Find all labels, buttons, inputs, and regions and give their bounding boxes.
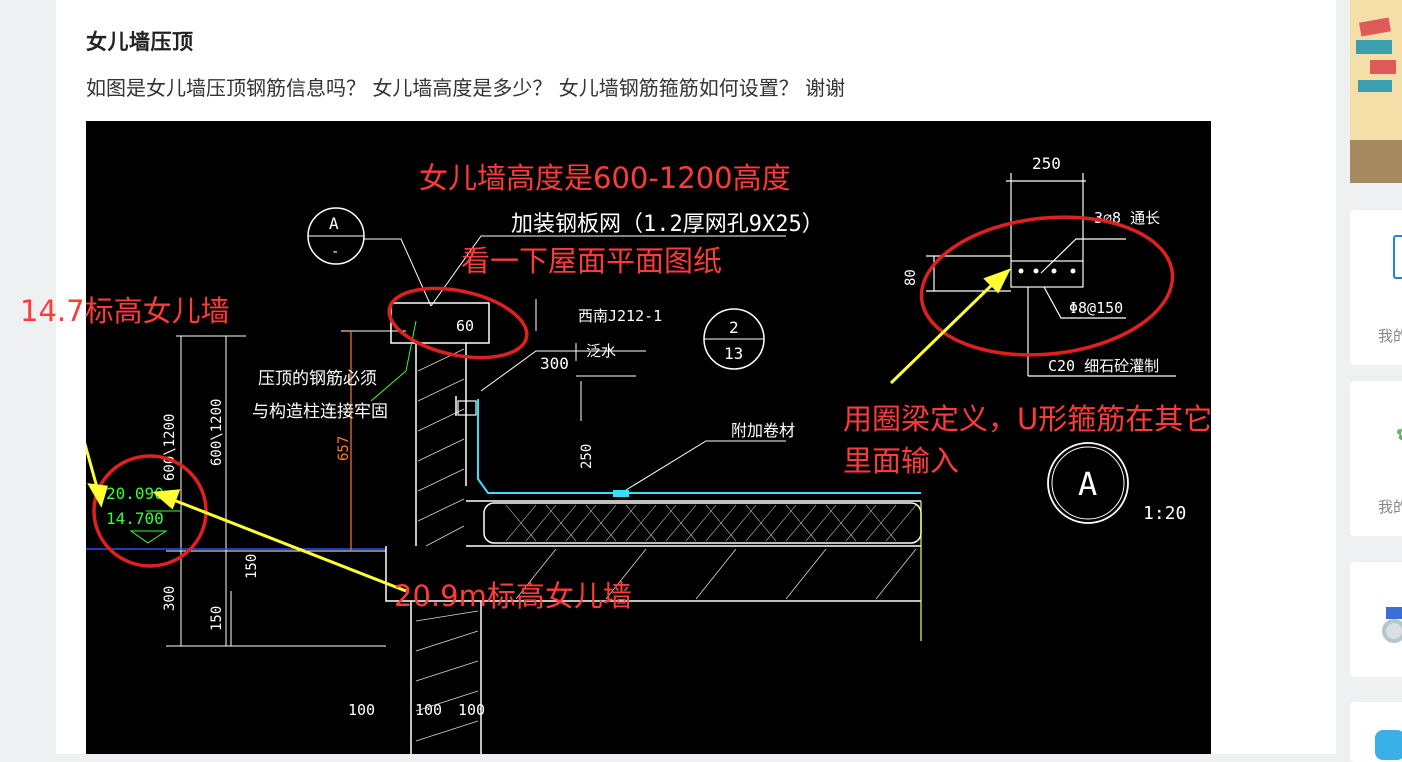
post-card: 女儿墙压顶 如图是女儿墙压顶钢筋信息吗？ 女儿墙高度是多少？ 女儿墙钢筋箍筋如何… xyxy=(20,0,1336,754)
dim-60: 60 xyxy=(456,317,474,335)
coping-rebar-line2: 与构造柱连接牢固 xyxy=(252,402,388,422)
app-icon xyxy=(1375,730,1402,760)
rail-card-2[interactable]: ✿ 我的 xyxy=(1350,381,1402,536)
ring-beam-note-line2: 里面输入 xyxy=(843,444,959,478)
elevation-top: 20.090 xyxy=(106,484,164,503)
detail-dim-250: 250 xyxy=(1032,154,1061,173)
detail-section xyxy=(926,173,1176,377)
detail-concrete: C20 细石砼灌制 xyxy=(1048,357,1159,375)
detail-dim-80: 80 xyxy=(903,269,919,286)
steel-mesh-label: 加装钢板网（1.2厚网孔9X25） xyxy=(511,212,824,237)
elevation-bottom: 14.700 xyxy=(106,509,164,528)
wall-hatch xyxy=(415,348,917,742)
rail-banner-image[interactable] xyxy=(1350,0,1402,183)
detail-stirrup: Φ8@150 xyxy=(1069,299,1123,317)
check-plan-note: 看一下屋面平面图纸 xyxy=(461,244,722,278)
dim-657: 657 xyxy=(336,436,352,461)
medal-icon xyxy=(1382,607,1402,647)
scale-label: 1:20 xyxy=(1143,503,1186,524)
height-note: 女儿墙高度是600-1200高度 xyxy=(419,161,791,195)
insulation-hatch xyxy=(505,504,917,542)
coping-rebar-line1: 压顶的钢筋必须 xyxy=(258,369,377,389)
dim-300: 300 xyxy=(540,354,569,373)
dim-300b: 300 xyxy=(162,586,178,611)
yellow-arrows xyxy=(86,268,1012,593)
dim-100c: 100 xyxy=(458,701,485,719)
spec-fanshui: 泛水 xyxy=(586,342,616,360)
dim-150a: 150 xyxy=(244,554,260,579)
section-a-label: A xyxy=(1078,465,1097,503)
cad-drawing-svg: A - 加装钢板网（1.2厚网孔9X25） 60 西南J212-1 泛水 2 1… xyxy=(86,154,1211,754)
plant-icon: ✿ xyxy=(1396,421,1402,445)
rail-card-1-text: 我的 xyxy=(1378,327,1402,345)
rail-card-3[interactable] xyxy=(1350,562,1402,677)
ring-beam-note-line1: 用圈梁定义，U形箍筋在其它箍筋 xyxy=(843,402,1211,436)
dim-600-1200-a: 600\1200 xyxy=(162,414,178,481)
left-wall-note: 14.7标高女儿墙 xyxy=(20,294,230,328)
membrane-label: 附加卷材 xyxy=(731,421,795,440)
card-icon xyxy=(1393,235,1402,279)
dim-100a: 100 xyxy=(348,701,375,719)
dim-600-1200-b: 600\1200 xyxy=(209,399,225,466)
right-rail: 我的 ✿ 我的 xyxy=(1350,0,1402,762)
post-question: 如图是女儿墙压顶钢筋信息吗？ 女儿墙高度是多少？ 女儿墙钢筋箍筋如何设置？ 谢谢 xyxy=(86,76,846,100)
callout-a-bottom: - xyxy=(331,244,339,260)
rail-card-2-text: 我的 xyxy=(1378,498,1402,516)
post-title: 女儿墙压顶 xyxy=(86,30,194,54)
rail-card-4[interactable] xyxy=(1350,702,1402,762)
parapet-wall xyxy=(385,302,921,754)
banner-art-icon xyxy=(1350,0,1402,183)
dim-250: 250 xyxy=(579,444,595,469)
spec-j212: 西南J212-1 xyxy=(578,307,662,325)
callout-13: 13 xyxy=(724,344,743,363)
detail-3c8: 3⌀8 通长 xyxy=(1094,209,1160,227)
callout-2: 2 xyxy=(729,318,739,337)
cad-drawing-image[interactable]: A - 加装钢板网（1.2厚网孔9X25） 60 西南J212-1 泛水 2 1… xyxy=(86,121,1211,754)
red-markup xyxy=(92,215,1175,568)
callout-a-top: A xyxy=(329,214,339,233)
dim-100b: 100 xyxy=(415,701,442,719)
rail-card-1[interactable]: 我的 xyxy=(1350,210,1402,365)
dim-150b: 150 xyxy=(209,606,225,631)
wall-20-9-note: 20.9m标高女儿墙 xyxy=(394,579,632,613)
